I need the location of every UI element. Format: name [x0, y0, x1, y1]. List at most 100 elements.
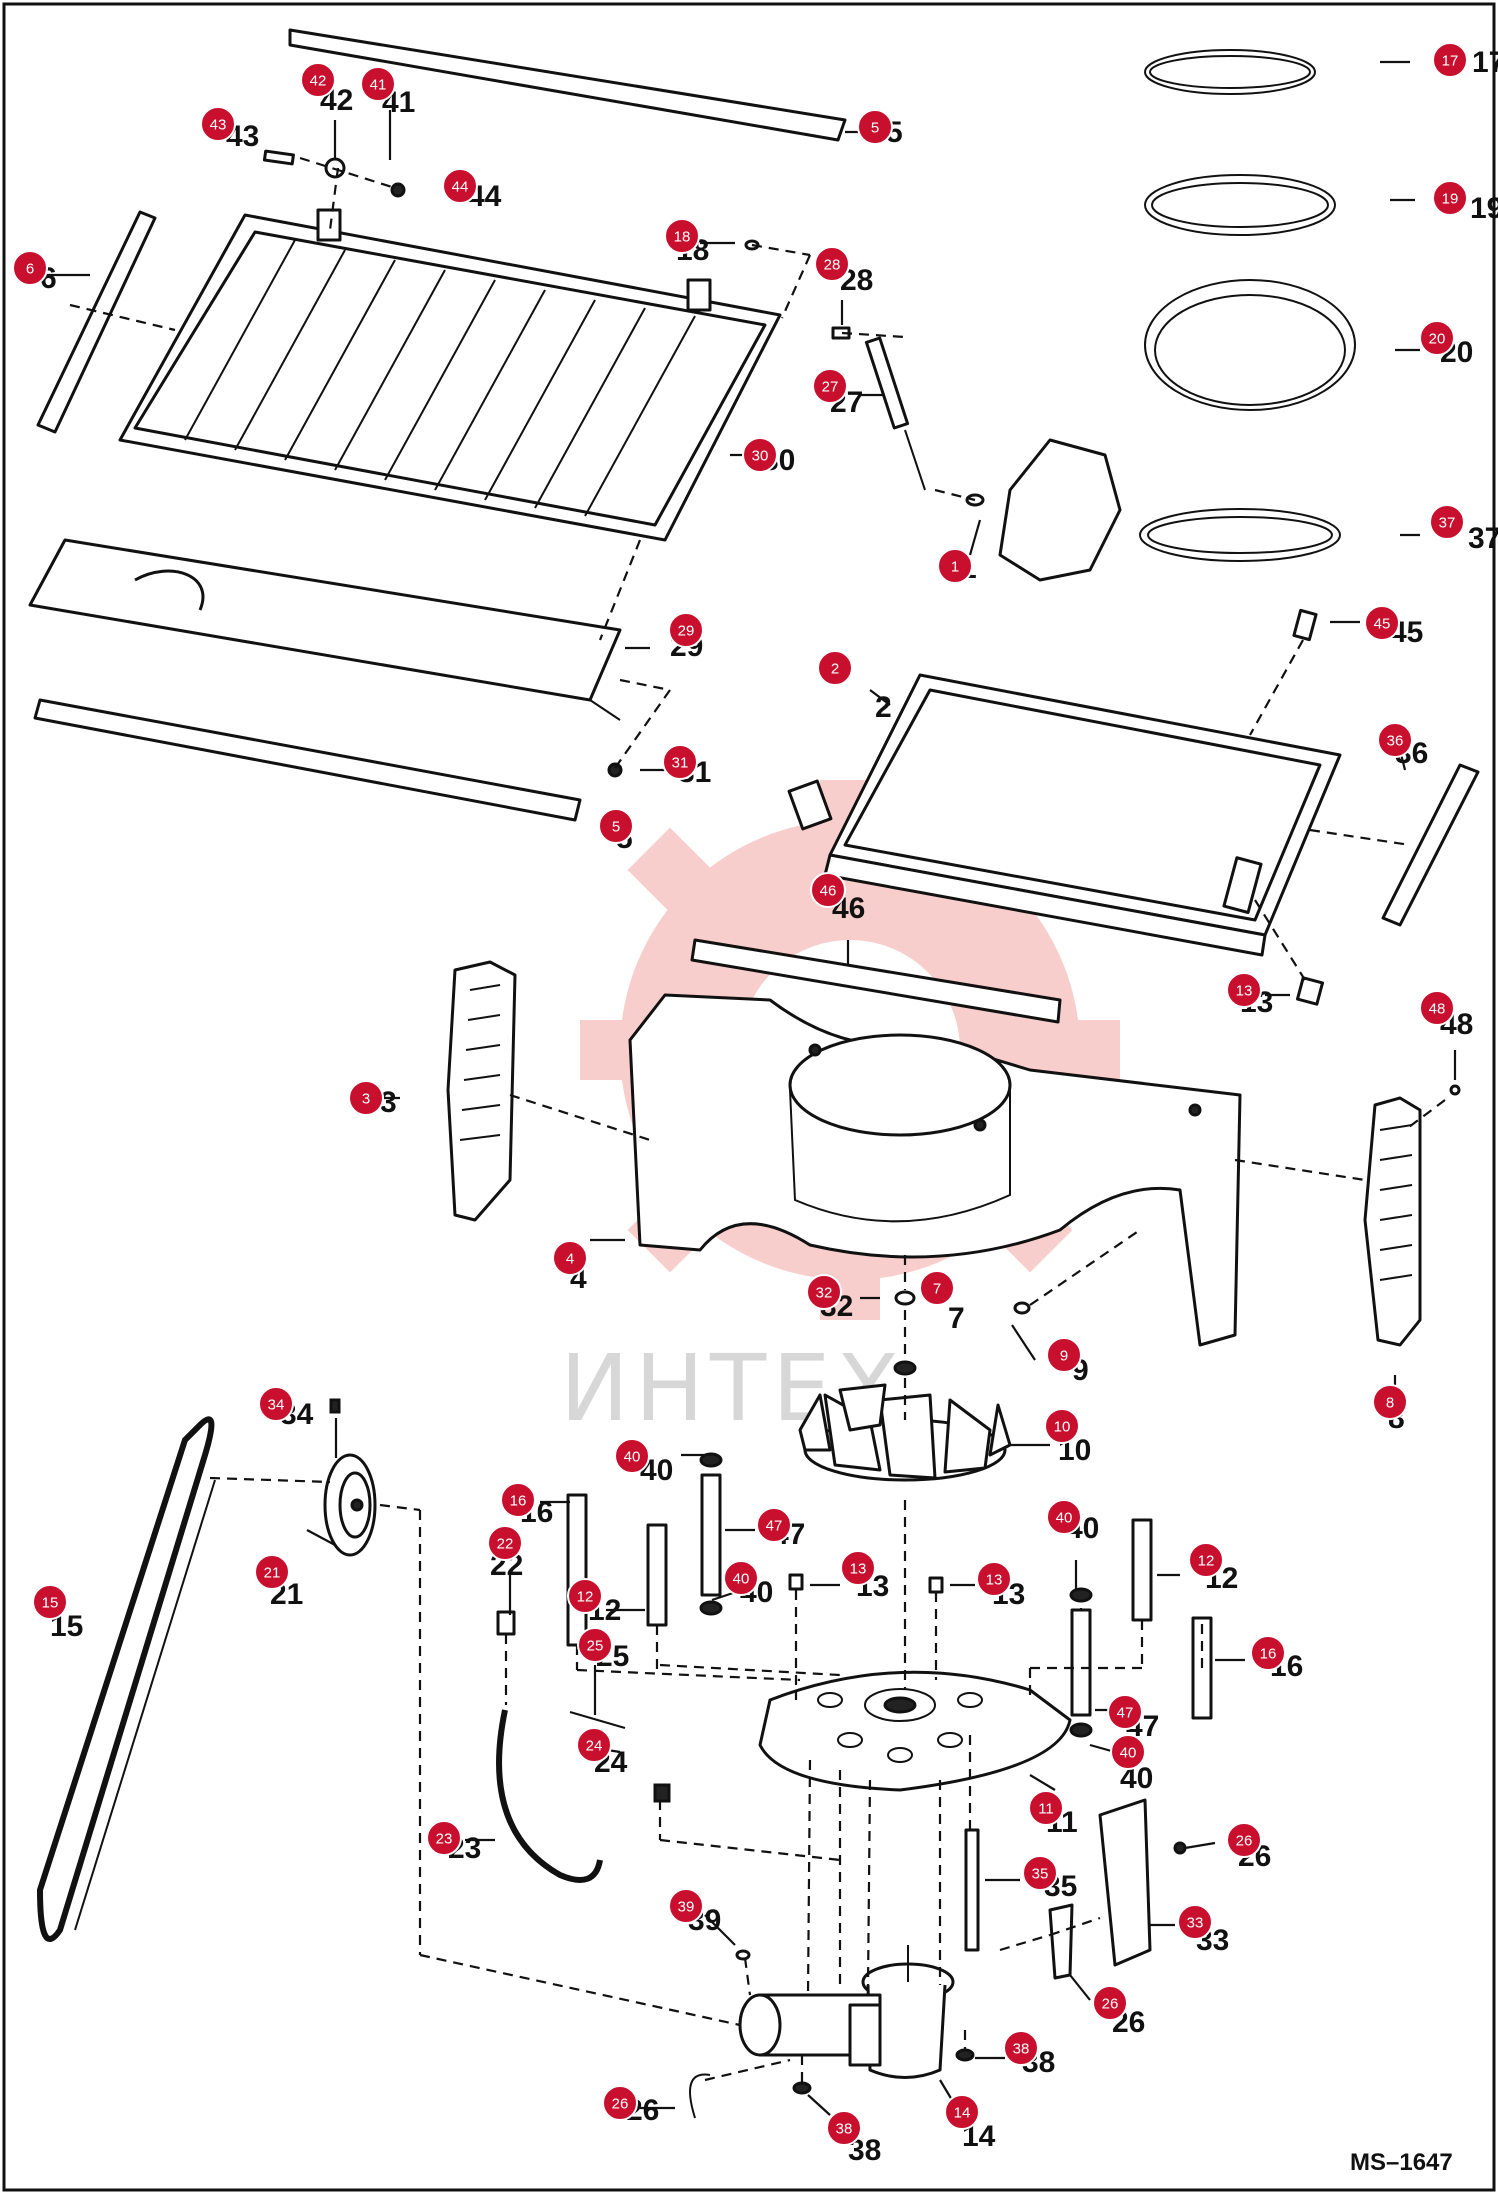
callout-marker[interactable] — [756, 1507, 792, 1543]
callout-marker[interactable] — [360, 66, 396, 102]
callout-30[interactable]: 30 — [742, 437, 778, 473]
callout-marker[interactable] — [919, 1270, 955, 1306]
callout-26c[interactable]: 26 — [602, 2085, 638, 2121]
callout-marker[interactable] — [857, 109, 893, 145]
callout-32[interactable]: 32 — [806, 1274, 842, 1310]
callout-marker[interactable] — [1429, 504, 1465, 540]
callout-16a[interactable]: 16 — [500, 1482, 536, 1518]
callout-marker[interactable] — [668, 1888, 704, 1924]
callout-34[interactable]: 34 — [258, 1386, 294, 1422]
callout-marker[interactable] — [840, 1550, 876, 1586]
callout-40c[interactable]: 40 — [723, 1560, 759, 1596]
callout-24[interactable]: 24 — [576, 1727, 612, 1763]
callout-3[interactable]: 3 — [348, 1080, 384, 1116]
callout-marker[interactable] — [1046, 1499, 1082, 1535]
callout-4[interactable]: 4 — [552, 1240, 588, 1276]
callout-marker[interactable] — [1377, 722, 1413, 758]
callout-17[interactable]: 17 — [1432, 42, 1468, 78]
callout-marker[interactable] — [1044, 1408, 1080, 1444]
callout-marker[interactable] — [300, 62, 336, 98]
callout-marker[interactable] — [32, 1584, 68, 1620]
callout-6[interactable]: 6 — [12, 250, 48, 286]
callout-40d[interactable]: 40 — [1110, 1734, 1146, 1770]
callout-9[interactable]: 9 — [1046, 1337, 1082, 1373]
callout-marker[interactable] — [664, 218, 700, 254]
callout-marker[interactable] — [1432, 180, 1468, 216]
callout-43[interactable]: 43 — [200, 106, 236, 142]
callout-10[interactable]: 10 — [1044, 1408, 1080, 1444]
callout-31[interactable]: 31 — [662, 744, 698, 780]
callout-44[interactable]: 44 — [442, 168, 478, 204]
callout-marker[interactable] — [812, 368, 848, 404]
callout-marker[interactable] — [200, 106, 236, 142]
callout-28[interactable]: 28 — [814, 246, 850, 282]
callout-40a[interactable]: 40 — [614, 1438, 650, 1474]
callout-marker[interactable] — [1110, 1734, 1146, 1770]
callout-20[interactable]: 20 — [1419, 320, 1455, 356]
callout-marker[interactable] — [614, 1438, 650, 1474]
callout-marker[interactable] — [1226, 972, 1262, 1008]
callout-22[interactable]: 22 — [487, 1525, 523, 1561]
callout-11[interactable]: 11 — [1028, 1790, 1064, 1826]
callout-14[interactable]: 14 — [944, 2094, 980, 2130]
callout-45[interactable]: 45 — [1364, 605, 1400, 641]
callout-12b[interactable]: 12 — [1188, 1542, 1224, 1578]
callout-38a[interactable]: 38 — [1003, 2030, 1039, 2066]
callout-47b[interactable]: 47 — [1107, 1694, 1143, 1730]
callout-marker[interactable] — [814, 246, 850, 282]
callout-marker[interactable] — [742, 437, 778, 473]
callout-25[interactable]: 25 — [577, 1627, 613, 1663]
callout-marker[interactable] — [487, 1525, 523, 1561]
callout-marker[interactable] — [1364, 605, 1400, 641]
callout-5a[interactable]: 5 — [857, 109, 893, 145]
callout-marker[interactable] — [12, 250, 48, 286]
callout-marker[interactable] — [1046, 1337, 1082, 1373]
callout-marker[interactable] — [254, 1554, 290, 1590]
callout-marker[interactable] — [567, 1578, 603, 1614]
callout-marker[interactable] — [1250, 1635, 1286, 1671]
callout-marker[interactable] — [576, 1727, 612, 1763]
callout-23[interactable]: 23 — [426, 1820, 462, 1856]
callout-marker[interactable] — [598, 808, 634, 844]
callout-marker[interactable] — [442, 168, 478, 204]
callout-13b[interactable]: 13 — [840, 1550, 876, 1586]
callout-marker[interactable] — [937, 548, 973, 584]
callout-18[interactable]: 18 — [664, 218, 700, 254]
callout-15[interactable]: 15 — [32, 1584, 68, 1620]
callout-26b[interactable]: 26 — [1092, 1985, 1128, 2021]
callout-37[interactable]: 37 — [1429, 504, 1465, 540]
callout-5b[interactable]: 5 — [598, 808, 634, 844]
callout-marker[interactable] — [806, 1274, 842, 1310]
callout-39[interactable]: 39 — [668, 1888, 704, 1924]
callout-marker[interactable] — [258, 1386, 294, 1422]
callout-21[interactable]: 21 — [254, 1554, 290, 1590]
callout-marker[interactable] — [1419, 320, 1455, 356]
callout-marker[interactable] — [976, 1561, 1012, 1597]
callout-27[interactable]: 27 — [812, 368, 848, 404]
callout-35[interactable]: 35 — [1022, 1855, 1058, 1891]
callout-8[interactable]: 8 — [1372, 1384, 1408, 1420]
callout-marker[interactable] — [577, 1627, 613, 1663]
callout-13a[interactable]: 13 — [1226, 972, 1262, 1008]
callout-marker[interactable] — [1022, 1855, 1058, 1891]
callout-marker[interactable] — [602, 2085, 638, 2121]
callout-marker[interactable] — [1107, 1694, 1143, 1730]
callout-38b[interactable]: 38 — [826, 2110, 862, 2146]
callout-marker[interactable] — [817, 650, 853, 686]
callout-marker[interactable] — [723, 1560, 759, 1596]
callout-41[interactable]: 41 — [360, 66, 396, 102]
callout-marker[interactable] — [1372, 1384, 1408, 1420]
callout-marker[interactable] — [1003, 2030, 1039, 2066]
callout-1[interactable]: 1 — [937, 548, 973, 584]
callout-marker[interactable] — [810, 872, 846, 908]
callout-marker[interactable] — [500, 1482, 536, 1518]
callout-33[interactable]: 33 — [1177, 1904, 1213, 1940]
callout-marker[interactable] — [1177, 1904, 1213, 1940]
callout-marker[interactable] — [668, 612, 704, 648]
callout-marker[interactable] — [1432, 42, 1468, 78]
callout-marker[interactable] — [1028, 1790, 1064, 1826]
callout-marker[interactable] — [552, 1240, 588, 1276]
callout-marker[interactable] — [1419, 990, 1455, 1026]
callout-marker[interactable] — [944, 2094, 980, 2130]
callout-marker[interactable] — [826, 2110, 862, 2146]
